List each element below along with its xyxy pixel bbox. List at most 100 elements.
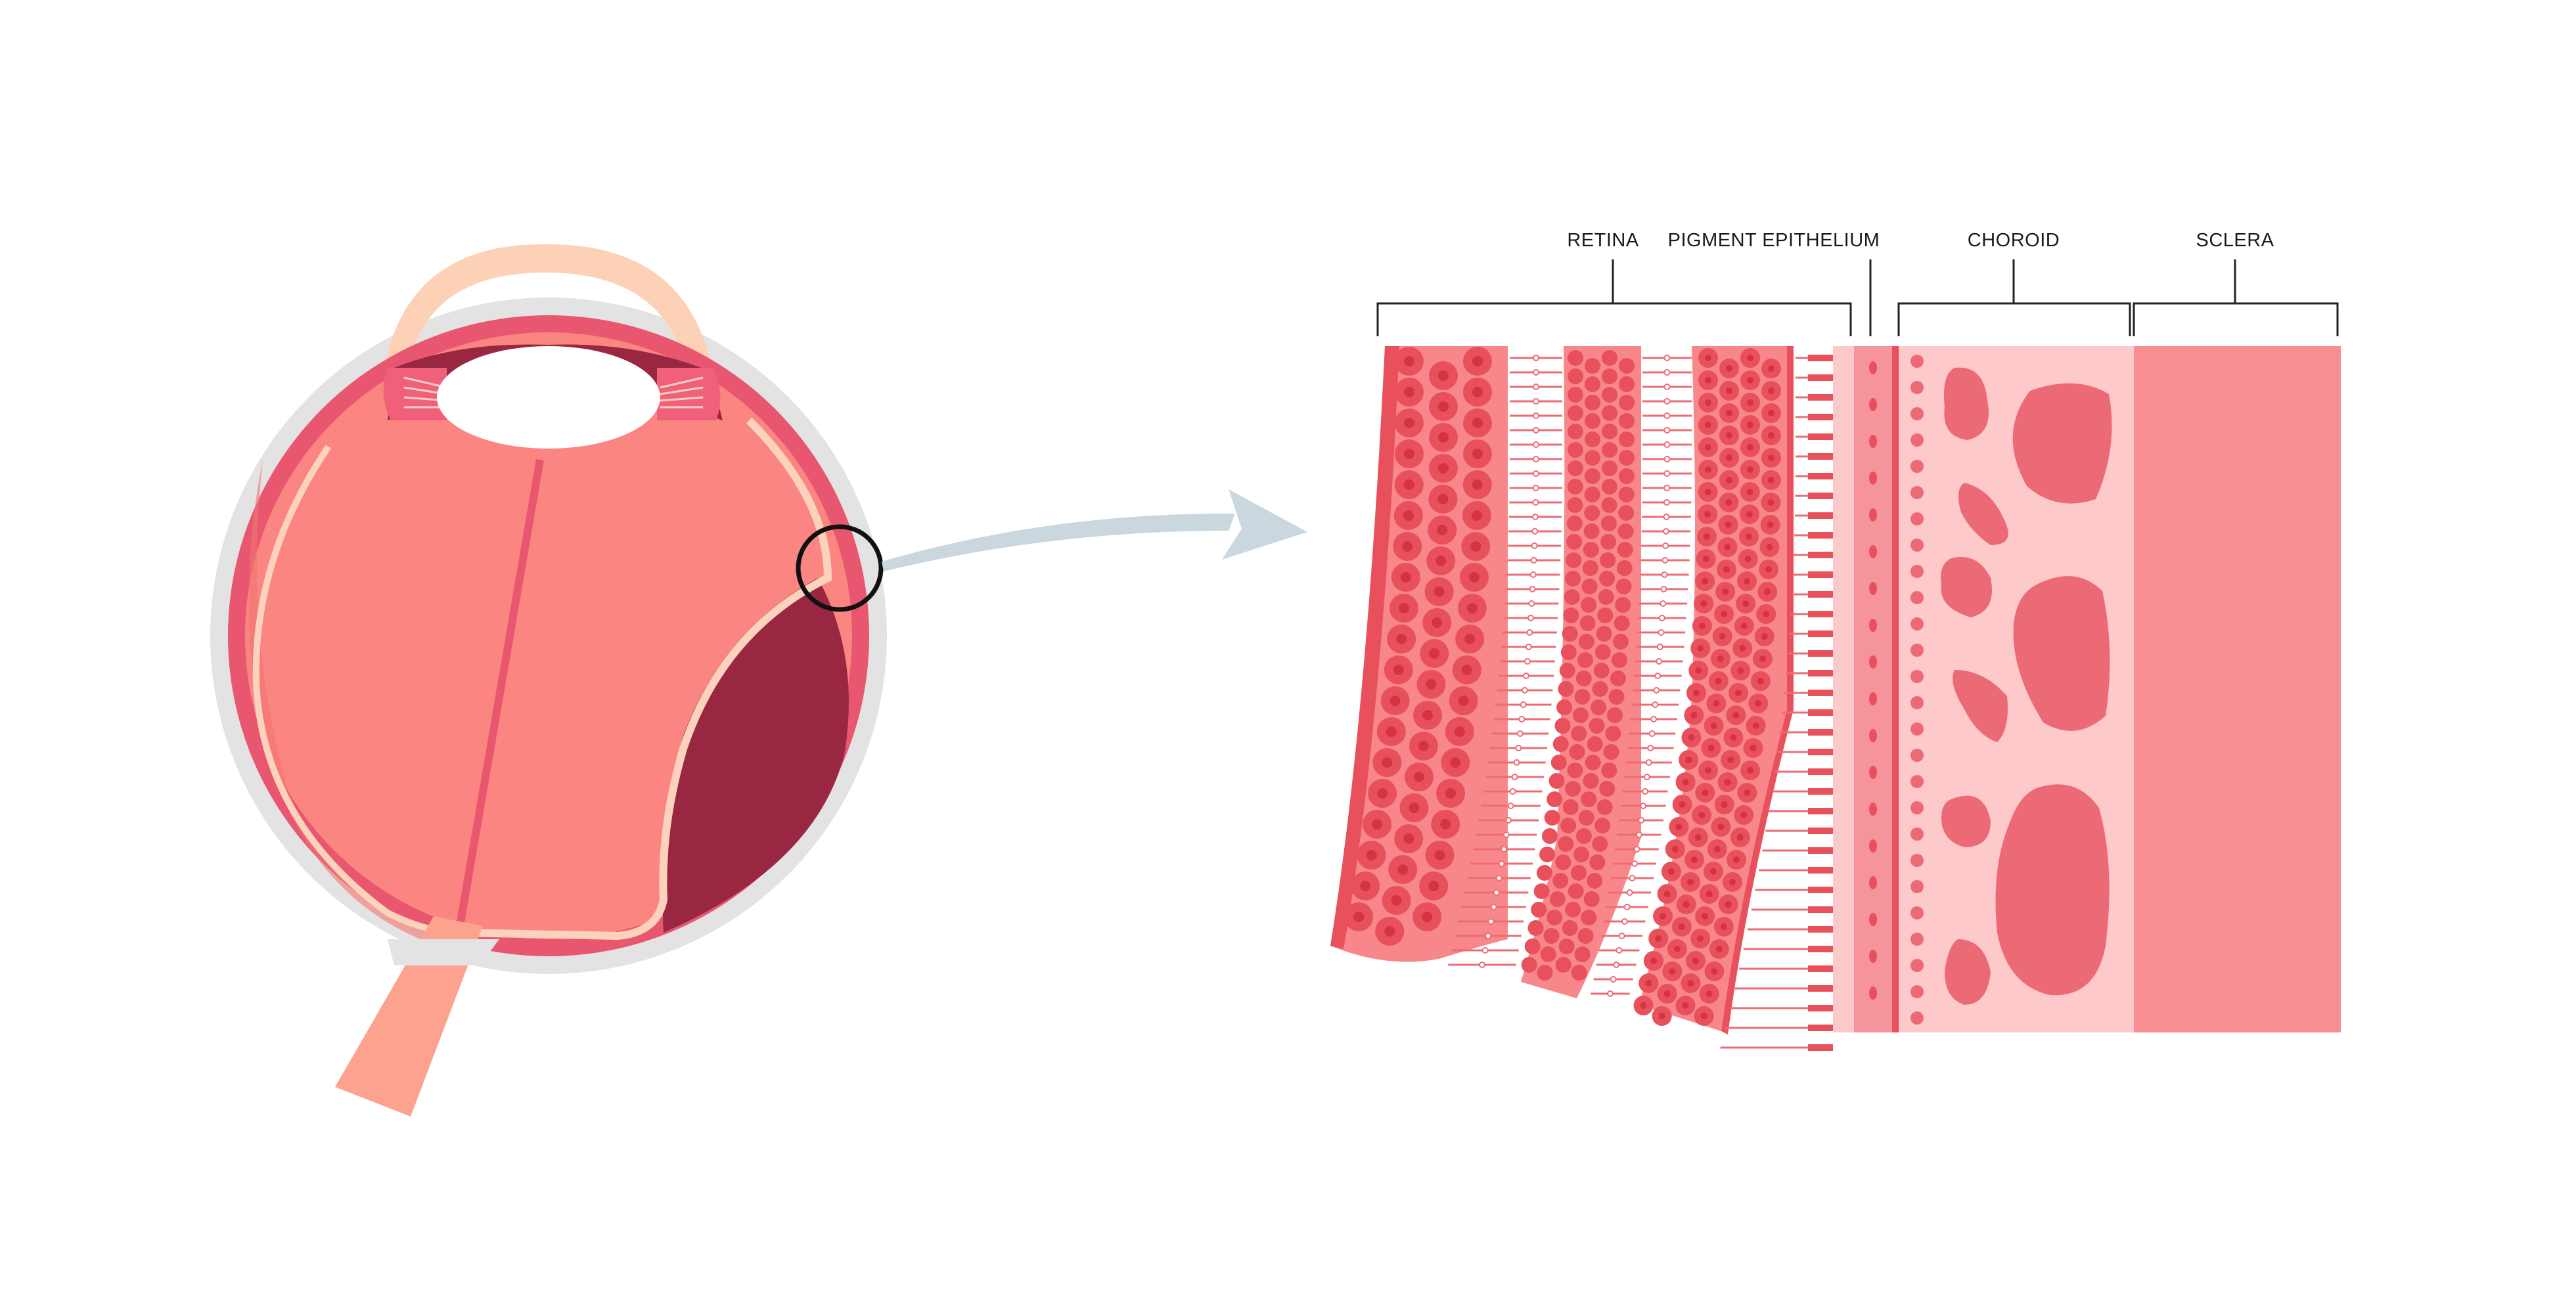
inner-nuclear-cell — [1618, 505, 1635, 521]
photoreceptor-outer-segment — [1808, 473, 1833, 479]
outer-nuclear-nucleus — [1702, 913, 1709, 919]
fiber-node — [1661, 571, 1668, 578]
choroid-capillaries — [1910, 355, 1924, 1025]
pigment-cell — [1869, 435, 1877, 448]
fiber-node — [1647, 745, 1654, 751]
outer-nuclear-nucleus — [1761, 633, 1768, 640]
inner-nuclear-cell — [1567, 497, 1583, 513]
retina-cells — [1344, 347, 1781, 1026]
outer-nuclear-nucleus — [1679, 801, 1686, 808]
ganglion-cell-nucleus — [1404, 356, 1414, 366]
fiber-node — [1658, 629, 1665, 636]
outer-nuclear-nucleus — [1660, 913, 1667, 919]
fiber-node — [1533, 427, 1539, 433]
optic-nerve — [335, 916, 483, 1117]
outer-nuclear-nucleus — [1723, 566, 1730, 573]
inner-nuclear-cell — [1527, 920, 1544, 936]
pigment-cell — [1869, 545, 1877, 558]
fiber-node — [1643, 774, 1650, 780]
inner-nuclear-cell — [1568, 424, 1583, 439]
outer-nuclear-nucleus — [1765, 566, 1773, 573]
outer-nuclear-nucleus — [1700, 600, 1707, 607]
ganglion-cell-nucleus — [1437, 494, 1449, 504]
photoreceptor-outer-segment — [1808, 768, 1833, 775]
choroid-vessel — [1945, 939, 1991, 1005]
inner-nuclear-cell — [1536, 865, 1552, 881]
outer-nuclear-nucleus — [1675, 824, 1683, 830]
photoreceptor-outer-segment — [1808, 355, 1833, 361]
outer-nuclear-nucleus — [1697, 645, 1704, 652]
hyaloid-canal — [456, 458, 544, 927]
choroid-vessel — [2012, 383, 2112, 504]
nerve-fiber-layer — [1330, 346, 1399, 949]
inner-nuclear-cell — [1544, 810, 1560, 826]
outer-nuclear-nucleus — [1698, 623, 1706, 629]
fiber-node — [1533, 355, 1539, 361]
fiber-node — [1487, 918, 1495, 925]
choroid-capillary — [1910, 749, 1924, 762]
fiber-node — [1522, 673, 1529, 679]
fiber-node — [1662, 542, 1669, 549]
inner-nuclear-cell — [1568, 442, 1583, 458]
outer-nuclear-nucleus — [1767, 477, 1774, 483]
outer-nuclear-nucleus — [1704, 466, 1711, 473]
photoreceptor-outer-segment — [1808, 1005, 1833, 1011]
photoreceptor-outer-segment — [1808, 926, 1833, 933]
ganglion-cell-nucleus — [1414, 772, 1425, 782]
ganglion-cell-nucleus — [1403, 479, 1414, 490]
outer-nuclear-nucleus — [1705, 422, 1711, 428]
ganglion-cell-nucleus — [1450, 757, 1461, 768]
outer-nuclear-nucleus — [1730, 734, 1737, 741]
inner-nuclear-cell — [1585, 450, 1600, 466]
outer-nuclear-nucleus — [1692, 958, 1699, 964]
fiber-node — [1629, 875, 1636, 881]
inner-nuclear-cell — [1565, 902, 1581, 918]
ganglion-cell-nucleus — [1471, 510, 1482, 521]
photoreceptor-outer-segment — [1808, 867, 1833, 874]
outer-nuclear-nucleus — [1726, 432, 1732, 439]
outer-nuclear-nucleus — [1747, 355, 1753, 361]
fiber-node — [1529, 586, 1536, 592]
outer-nuclear-nucleus — [1726, 365, 1732, 372]
fiber-node — [1532, 470, 1539, 477]
inner-nuclear-cell — [1566, 534, 1583, 550]
outer-nuclear-nucleus — [1706, 990, 1713, 997]
inner-nuclear-cell — [1550, 755, 1567, 770]
ganglion-cell-nucleus — [1384, 926, 1395, 937]
inner-nuclear-cell — [1574, 689, 1591, 705]
ganglion-cell-nucleus — [1404, 449, 1414, 459]
choroid-capillary — [1910, 460, 1924, 473]
inner-nuclear-cell — [1583, 542, 1599, 558]
choroid-capillary — [1910, 433, 1924, 447]
outer-nuclear-nucleus — [1688, 734, 1695, 741]
photoreceptor-outer-segment — [1808, 394, 1833, 401]
outer-nuclear-nucleus — [1691, 856, 1698, 863]
ganglion-cell-nucleus — [1468, 572, 1480, 583]
pigment-cell — [1869, 472, 1877, 485]
pigment-cell — [1869, 361, 1877, 374]
ganglion-cell-nucleus — [1432, 617, 1443, 628]
ganglion-cell-nucleus — [1409, 803, 1420, 813]
choroid-capillary — [1910, 486, 1924, 499]
inner-nuclear-cell — [1585, 755, 1601, 770]
photoreceptor-outer-segment — [1808, 630, 1833, 637]
fiber-node — [1528, 600, 1535, 607]
photoreceptor-outer-segment — [1808, 946, 1833, 952]
outer-nuclear-nucleus — [1733, 856, 1740, 863]
outer-nuclear-nucleus — [1687, 980, 1694, 986]
outer-nuclear-nucleus — [1705, 355, 1711, 361]
fiber-node — [1533, 456, 1539, 462]
outer-nuclear-nucleus — [1705, 377, 1711, 384]
inner-nuclear-cell — [1582, 560, 1598, 576]
ganglion-cell-nucleus — [1466, 603, 1478, 613]
outer-nuclear-nucleus — [1744, 789, 1751, 796]
photoreceptor-outer-segment — [1808, 650, 1833, 657]
outer-nuclear-nucleus — [1655, 935, 1662, 942]
fiber-node — [1653, 687, 1660, 694]
photoreceptors — [1720, 355, 1833, 1051]
ganglion-cell-nucleus — [1393, 665, 1404, 675]
fiber-node — [1505, 817, 1512, 824]
fiber-node — [1518, 716, 1525, 722]
inner-nuclear-cell — [1564, 589, 1580, 605]
